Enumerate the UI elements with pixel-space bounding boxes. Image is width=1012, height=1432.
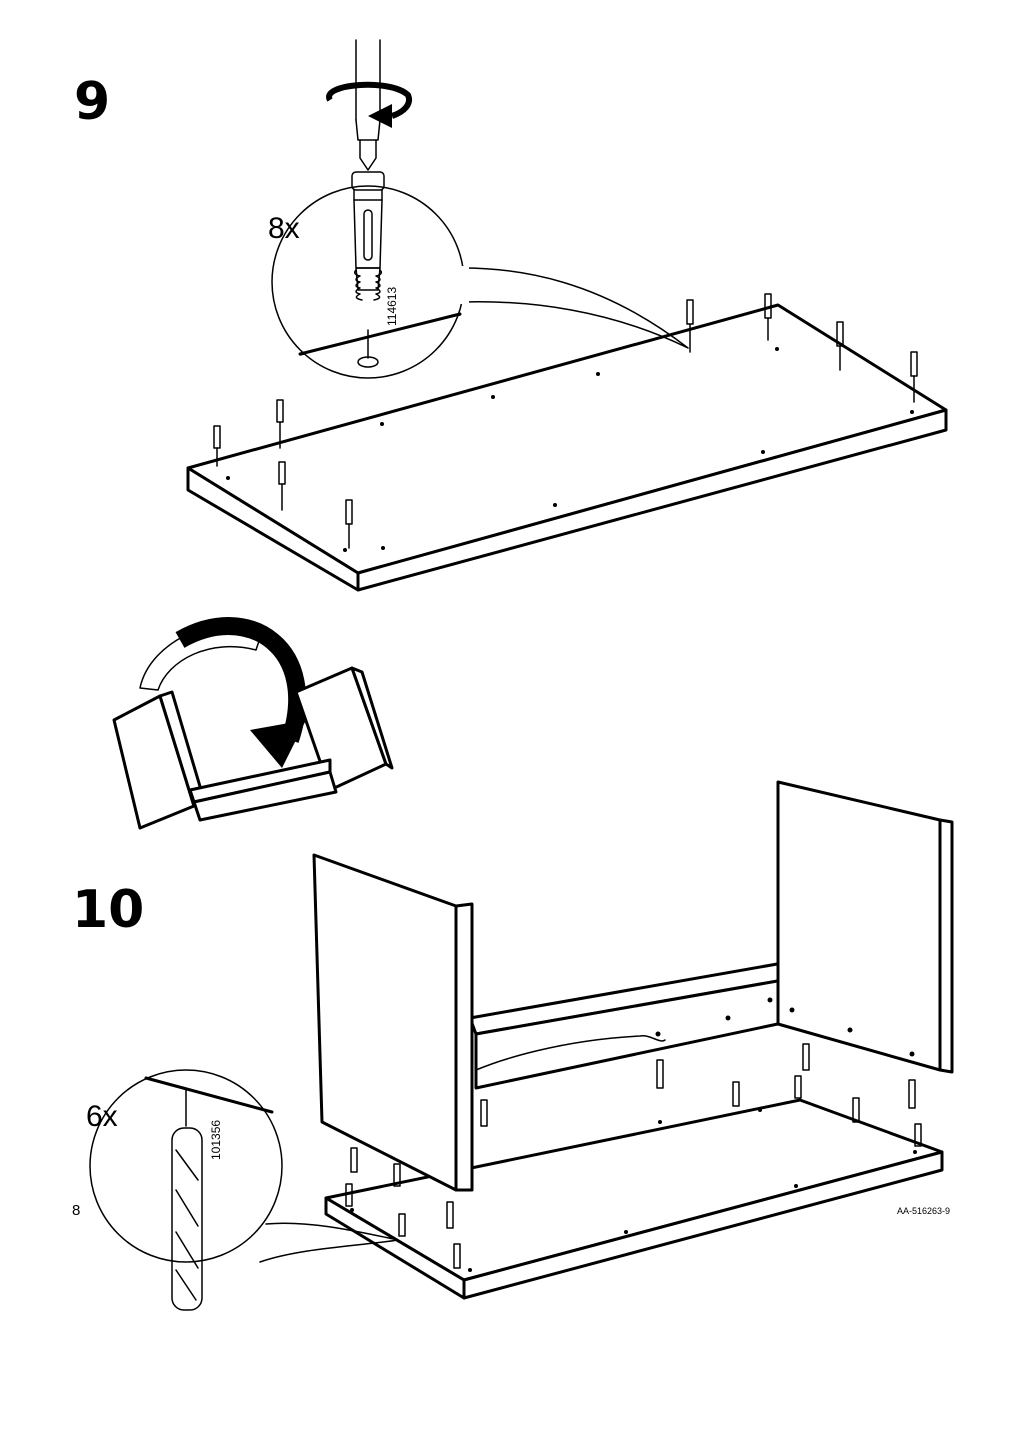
- page-number: 8: [72, 1202, 81, 1219]
- step10-left-side-panel: [312, 853, 474, 1192]
- step10-dowels: [345, 1043, 922, 1269]
- step10-back-rail: [468, 958, 808, 1090]
- screwdriver-rotate: [326, 39, 412, 171]
- step-number-10: 10: [72, 880, 145, 940]
- document-code: AA-516263-9: [896, 1206, 950, 1216]
- step10-bottom-panel: [324, 1098, 944, 1300]
- step9-quantity-label: 8x: [268, 212, 300, 245]
- step9-cam-dowels: [213, 293, 918, 549]
- step9-panel: [186, 303, 948, 592]
- step10-quantity-label: 6x: [86, 1100, 118, 1133]
- step-number-9: 9: [74, 72, 111, 132]
- step9-part-number: 114613: [385, 286, 399, 326]
- flip-illustration: [112, 617, 394, 830]
- step10-callout: [89, 1069, 399, 1311]
- step9-callout: [271, 171, 689, 379]
- step10-right-side-panel: [776, 780, 954, 1074]
- step10-part-number: 101356: [209, 1119, 223, 1160]
- step9-panel-holes: [226, 347, 914, 552]
